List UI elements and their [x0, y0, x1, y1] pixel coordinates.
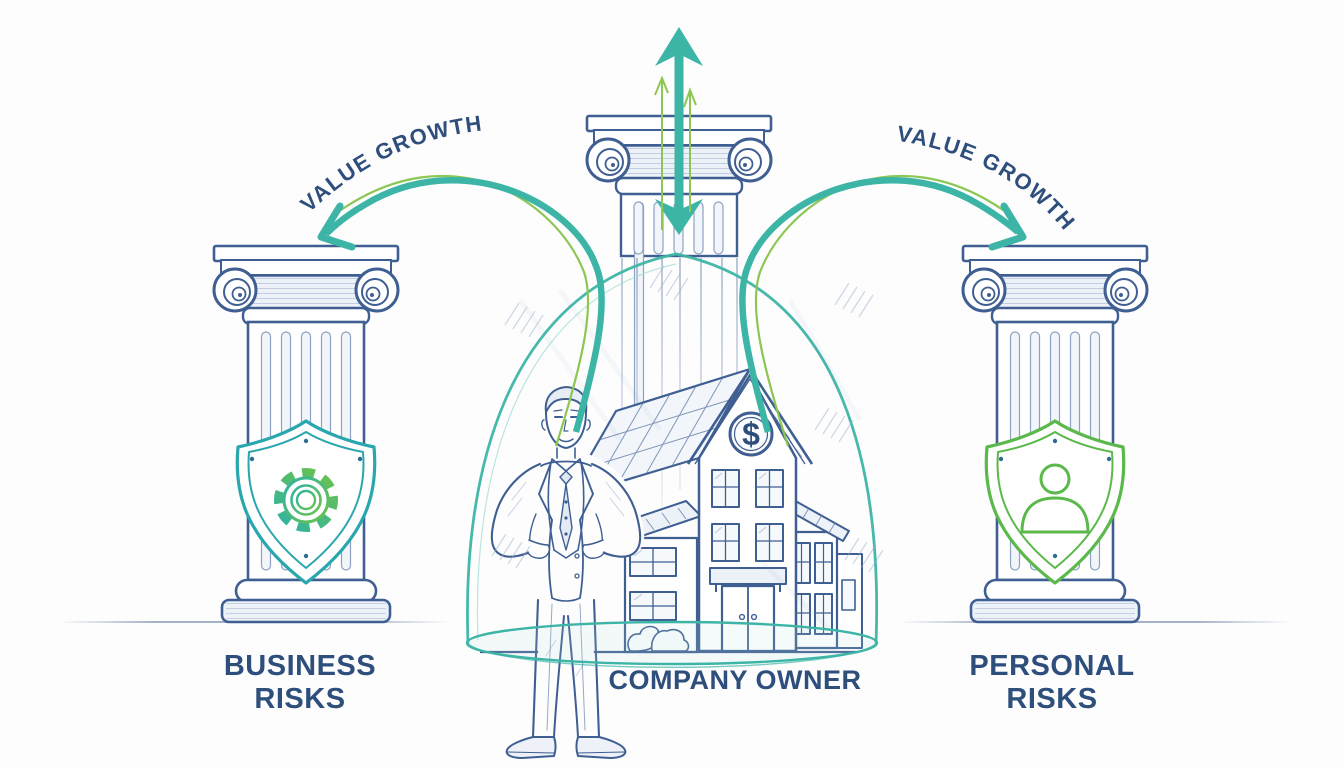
- svg-text:RISKS: RISKS: [254, 683, 345, 715]
- shield-gear-icon: [235, 419, 377, 585]
- solar-panel-grid: [582, 376, 734, 491]
- dollar-sign-icon: $: [742, 416, 760, 452]
- gear-icon: [274, 468, 338, 532]
- svg-text:RISKS: RISKS: [1006, 683, 1097, 715]
- growth-mini-arrows: [654, 75, 697, 230]
- shield-person-icon: [984, 419, 1126, 585]
- main-facade: $: [686, 367, 814, 653]
- right-pillar: [963, 246, 1147, 622]
- entrance-door: [709, 567, 787, 653]
- value-growth-label-left: VALUE GROWTH: [295, 110, 484, 217]
- arrowhead-right: [988, 202, 1027, 251]
- dollar-badge: $: [728, 411, 774, 457]
- business-risks-label: BUSINESS RISKS: [224, 650, 376, 715]
- svg-text:BUSINESS: BUSINESS: [224, 650, 376, 682]
- personal-risks-label: PERSONAL RISKS: [969, 650, 1134, 715]
- value-growth-arrow-right: [739, 174, 1027, 447]
- company-owner-label: COMPANY OWNER: [608, 665, 861, 695]
- company-building: $: [480, 367, 863, 654]
- arrowhead-left: [317, 202, 356, 251]
- bushes: [627, 625, 690, 652]
- businessman: [487, 386, 645, 760]
- glass-dome: [465, 252, 884, 669]
- value-growth-arrow-left: [317, 174, 605, 447]
- person-icon: [1020, 463, 1090, 534]
- up-down-arrow-icon: [654, 27, 703, 235]
- left-pillar: [214, 246, 398, 622]
- svg-text:PERSONAL: PERSONAL: [969, 650, 1134, 682]
